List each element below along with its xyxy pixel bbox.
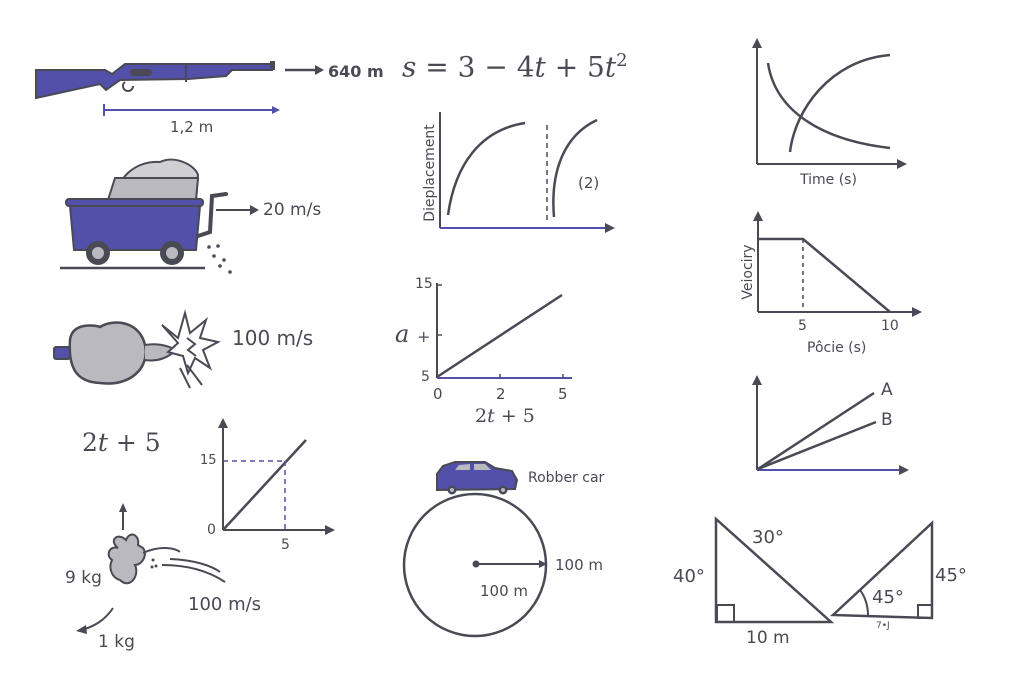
- accel-ytick-15: 15: [415, 276, 433, 292]
- rifle-speed-label: 640 m: [328, 62, 384, 81]
- triangle-right-angle-inner: 45°: [872, 587, 904, 608]
- small-chart-ytick-15: 15: [200, 453, 217, 468]
- triangle-right-base: 7•J: [876, 621, 890, 631]
- explosion-speed-label: 100 m/s: [188, 594, 262, 615]
- triangle-left-base: 10 m: [746, 628, 790, 648]
- accel-xtick-0: 0: [433, 385, 443, 403]
- radius-label-outer: 100 m: [555, 556, 604, 574]
- triangle-left-angle-left: 40°: [673, 566, 705, 587]
- accel-xtick-2: 2: [496, 385, 506, 403]
- displacement-equation: s = 3 − 4t + 5t2: [402, 50, 628, 84]
- mass-small-label: 1 kg: [98, 632, 135, 652]
- radius-label-inner: 100 m: [480, 582, 529, 600]
- accel-xlabel: 2t + 5: [475, 405, 535, 427]
- small-chart-ytick-0: 0: [207, 522, 216, 538]
- accel-ytick-5: 5: [421, 369, 430, 385]
- accel-xtick-5: 5: [558, 385, 568, 403]
- time-chart-xlabel: Time (s): [800, 172, 857, 188]
- line-a-label: A: [881, 380, 893, 400]
- velocity-expression: 2t + 5: [82, 428, 161, 457]
- impact-speed-label: 100 m/s: [232, 326, 314, 350]
- cart-speed-label: 20 m/s: [263, 200, 322, 220]
- displacement-annotation: (2): [578, 174, 600, 192]
- triangle-left-angle-top: 30°: [752, 527, 784, 548]
- line-b-label: B: [881, 410, 893, 430]
- triangle-right-angle-right: 45°: [935, 565, 967, 586]
- velocity-xlabel: Pôcie (s): [807, 340, 867, 356]
- accel-ylabel: a +: [395, 320, 431, 348]
- mass-large-label: 9 kg: [65, 568, 102, 588]
- small-chart-xtick-5: 5: [281, 537, 290, 553]
- velocity-xtick-5: 5: [798, 318, 807, 334]
- robber-car-label: Robber car: [528, 470, 605, 486]
- velocity-xtick-10: 10: [881, 318, 899, 334]
- rifle-length-label: 1,2 m: [170, 118, 214, 136]
